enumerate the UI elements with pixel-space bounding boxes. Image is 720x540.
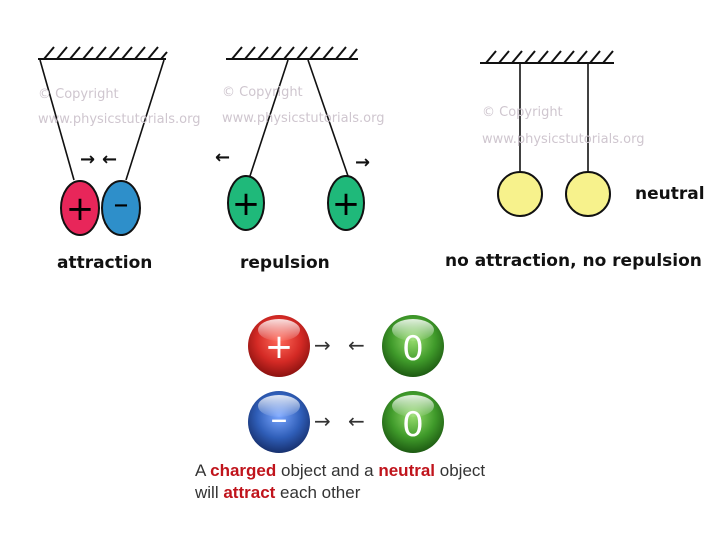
label-no-attraction: no attraction, no repulsion — [445, 251, 702, 271]
ceiling — [226, 46, 358, 60]
caption-line-1: A charged object and a neutral object — [195, 460, 555, 482]
negative-ball — [101, 180, 141, 236]
sphere-highlight — [258, 319, 300, 341]
caption-highlight-neutral: neutral — [378, 461, 436, 480]
arrow-left-icon: ← — [102, 149, 117, 170]
caption-highlight-attract: attract — [223, 483, 276, 502]
threads — [519, 64, 589, 172]
caption-text: will — [195, 483, 224, 502]
positive-ball-left — [227, 175, 265, 231]
arrow-left-icon: ← — [348, 333, 365, 357]
positive-ball-right — [327, 175, 365, 231]
sphere-highlight — [392, 395, 434, 417]
caption-highlight-charged: charged — [210, 461, 277, 480]
zero-label: 0 — [402, 405, 424, 445]
positive-ball — [60, 180, 100, 236]
plus-sign: + — [66, 189, 95, 229]
arrow-right-icon: → — [314, 409, 331, 433]
arrow-left-icon: ← — [215, 147, 230, 168]
sphere-highlight — [258, 395, 300, 417]
watermark-copyright: © Copyright — [222, 85, 303, 100]
caption-text: object — [435, 461, 486, 480]
caption-text: each other — [275, 483, 361, 502]
threads — [39, 59, 165, 181]
caption-line-2: will attract each other — [195, 482, 555, 504]
caption: A charged object and a neutral object wi… — [195, 460, 555, 504]
sphere-highlight — [392, 319, 434, 341]
caption-text: A — [195, 461, 211, 480]
repulsion-panel: © Copyright www.physicstutorials.org ← →… — [215, 46, 384, 273]
neutral-ball-right — [565, 171, 611, 217]
caption-text: object and a — [276, 461, 379, 480]
arrow-right-icon: → — [355, 152, 370, 173]
watermark-copyright: © Copyright — [482, 105, 563, 120]
ceiling — [480, 50, 614, 64]
charged-vs-neutral: + → ← 0 – → ← 0 — [248, 315, 444, 453]
watermark-url: www.physicstutorials.org — [222, 111, 384, 126]
neutral-ball-left — [497, 171, 543, 217]
watermark-url: www.physicstutorials.org — [482, 132, 644, 147]
minus-sign: – — [114, 187, 129, 222]
plus-sign: + — [232, 184, 261, 224]
plus-sign: + — [332, 184, 361, 224]
arrow-left-icon: ← — [348, 409, 365, 433]
attraction-panel: © Copyright www.physicstutorials.org → ←… — [38, 46, 200, 273]
label-attraction: attraction — [57, 253, 152, 273]
watermark-copyright: © Copyright — [38, 87, 119, 102]
label-repulsion: repulsion — [240, 253, 330, 273]
plus-sign: + — [265, 327, 294, 367]
minus-sign: – — [271, 399, 288, 439]
zero-label: 0 — [402, 329, 424, 369]
threads — [249, 59, 349, 177]
watermark-url: www.physicstutorials.org — [38, 112, 200, 127]
ceiling — [38, 46, 168, 60]
arrow-right-icon: → — [314, 333, 331, 357]
neutral-panel: © Copyright www.physicstutorials.org neu… — [445, 50, 705, 271]
arrow-right-icon: → — [80, 149, 95, 170]
label-neutral: neutral — [635, 184, 705, 204]
